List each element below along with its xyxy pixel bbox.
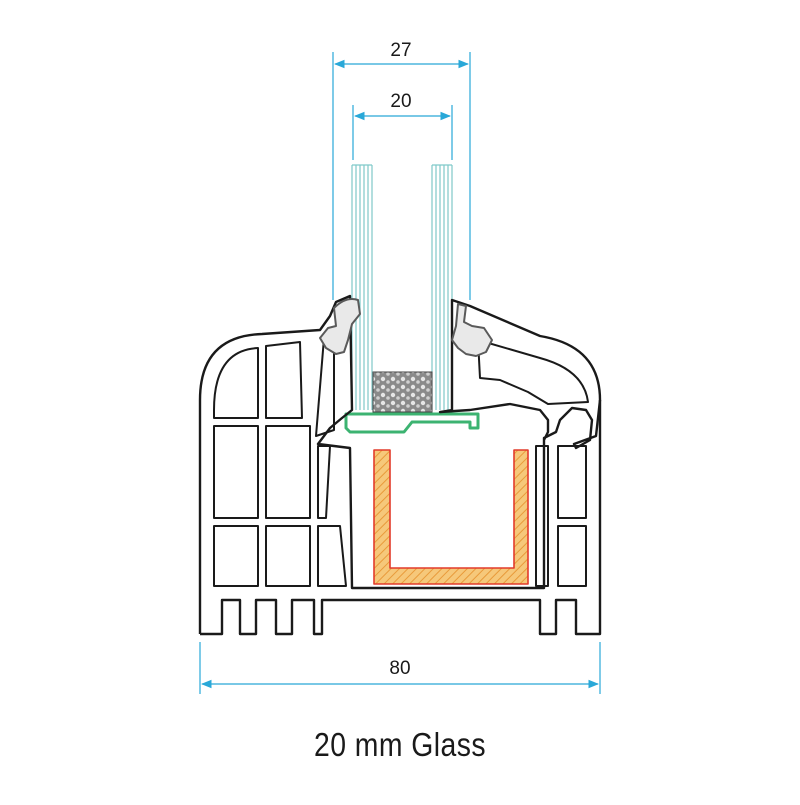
frame-chambers xyxy=(213,331,589,587)
dimension-label-27: 27 xyxy=(390,40,411,61)
dimension-outer-glass: 27 xyxy=(332,40,471,300)
frame-profile xyxy=(198,294,602,636)
glass-spacer xyxy=(372,371,433,413)
gasket-right xyxy=(451,303,493,357)
dimension-label-80: 80 xyxy=(389,658,410,679)
glass-pane-right xyxy=(431,164,453,410)
dimension-frame-width: 80 xyxy=(199,642,601,694)
gasket-left xyxy=(319,298,361,355)
glass-pane-left xyxy=(351,164,373,410)
dimension-label-20: 20 xyxy=(390,91,411,112)
steel-reinforcement xyxy=(373,449,529,585)
setting-block xyxy=(344,412,480,434)
dimension-inner-glass: 20 xyxy=(352,91,453,160)
diagram-caption: 20 mm Glass xyxy=(314,726,486,763)
